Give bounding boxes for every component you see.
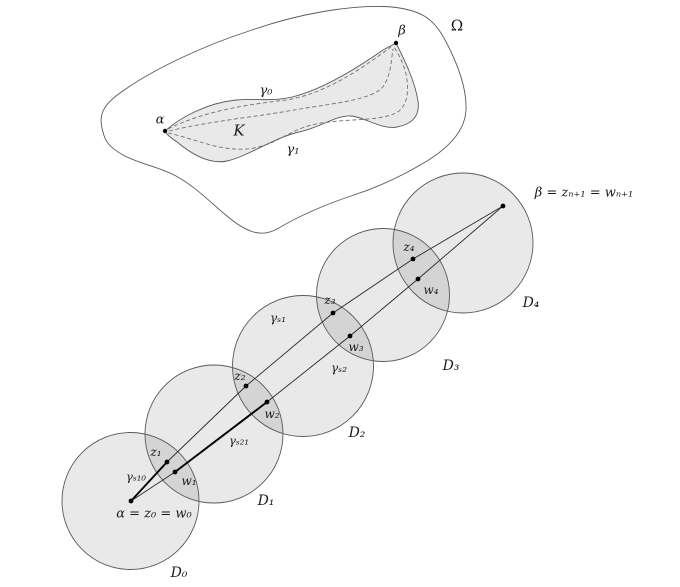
disk-D0-outline [61,432,200,570]
w1-label: w₁ [181,474,197,488]
w3-dot [347,333,353,339]
disk-D3-outline [316,228,450,362]
alpha-equation-label: α = z₀ = w₀ [116,506,192,522]
w-chain-thin-start [130,471,176,502]
z2-dot [243,383,249,389]
disk-D1-label: D₁ [257,493,275,509]
beta-chain-dot [500,203,506,209]
z4-label: z₄ [403,240,415,254]
gamma-s1-label: γₛ₁ [269,311,287,325]
omega-domain-outline [100,6,467,234]
segment-gamma-s1-0-thick [130,461,168,502]
alpha-top-dot [162,128,168,134]
disk-D3-fill [316,228,450,362]
z2-label: z₂ [234,369,246,383]
K-label: K [233,121,245,140]
w-chain-thin-end [266,205,504,403]
z1-label: z₁ [150,445,162,459]
point-dots [128,40,506,504]
gamma-s1-0-label: γₛ₁₀ [126,469,146,484]
gamma1-label: γ₁ [286,142,300,158]
z1-dot [164,459,170,465]
disk-D2-label: D₂ [348,425,366,441]
disk-outlines [61,172,534,570]
disk-D4-label: D₄ [522,295,540,311]
alpha-top-label: α [155,112,165,128]
w4-dot [415,276,421,282]
omega-label: Ω [450,16,464,35]
disk-D2-outline [232,295,374,437]
w4-label: w₄ [423,283,439,297]
alpha-chain-dot [128,498,134,504]
dashed-curve-lower [167,46,408,150]
dashed-curve-upper [167,46,392,130]
z4-dot [410,256,416,262]
z3-dot [330,310,336,316]
w2-dot [264,399,270,405]
w3-label: w₃ [348,340,364,354]
dashed-curve-middle [168,48,394,132]
beta-top-label: β [398,23,406,39]
z3-label: z₃ [324,293,336,307]
segment-gamma-s2-1-thick [174,401,268,473]
w1-dot [172,469,178,475]
beta-top-dot [393,40,399,46]
gamma-s2-label: γₛ₂ [330,361,348,375]
disk-D4-fill [393,173,533,313]
compact-set-K-region [164,42,419,163]
gamma0-label: γ₀ [259,83,273,99]
gamma-s2-1-label: γₛ₂₁ [229,433,249,448]
disk-D0-label: D₀ [170,565,188,581]
w2-label: w₂ [264,407,280,421]
disk-D3-label: D₃ [442,358,460,374]
beta-equation-label: β = zₙ₊₁ = wₙ₊₁ [534,185,634,201]
level-curves-dashed [167,46,408,150]
disk-D4-outline [392,172,534,314]
